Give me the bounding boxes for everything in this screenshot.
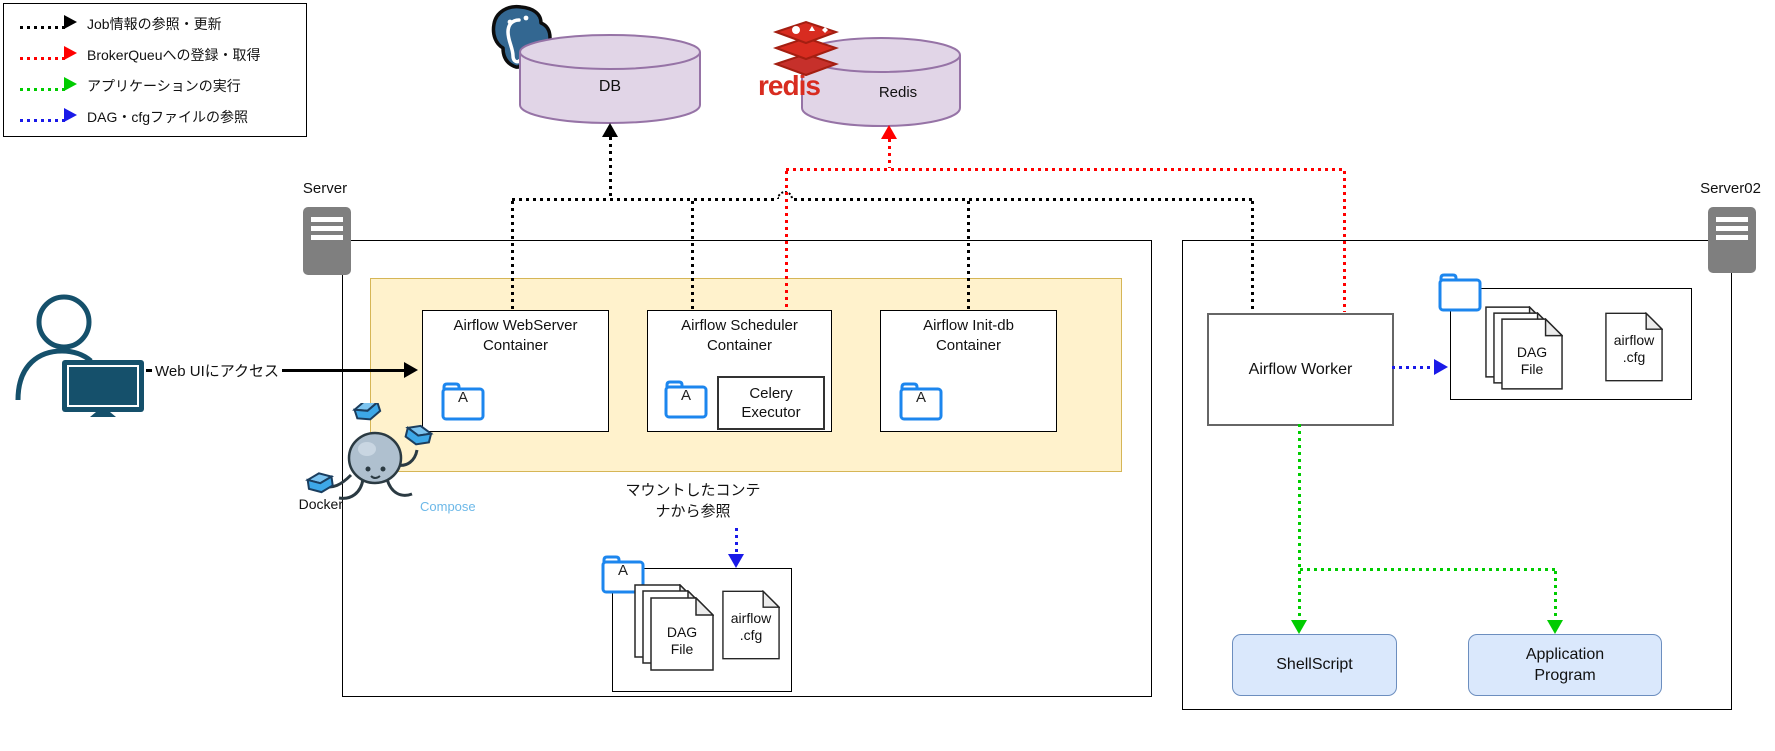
server-label: Server	[302, 180, 348, 197]
user-person-icon	[15, 294, 144, 417]
broker-line-to-redis	[888, 139, 891, 168]
folder-letter: A	[617, 562, 628, 579]
webui-access-label: Web UIにアクセス	[152, 360, 282, 381]
airflow-cfg-icon: airflow .cfg	[722, 589, 781, 660]
legend-row-broker: BrokerQueuへの登録・取得	[4, 45, 306, 65]
dag-arrowhead-files	[1434, 359, 1448, 375]
redis-label: Redis	[878, 84, 918, 101]
dag-file-label: DAG File	[666, 624, 698, 657]
application-program-box: Application Program	[1468, 634, 1662, 696]
app-line-to-application	[1554, 571, 1557, 620]
dag-line-worker-to-files	[1392, 366, 1434, 369]
docker-compose-logo-icon	[305, 403, 434, 500]
redis-wordmark: redis	[758, 70, 821, 101]
mounted-note: マウントしたコンテ ナから参照	[625, 482, 761, 520]
dag-file-label: DAG File	[1516, 344, 1548, 377]
job-line-trunk-right	[794, 198, 1253, 201]
dag-line-mounted	[735, 528, 738, 556]
app-line-branch	[1300, 568, 1556, 571]
legend-label: DAG・cfgファイルの参照	[87, 108, 249, 125]
shellscript-box: ShellScript	[1232, 634, 1397, 696]
celery-executor-box: Celery Executor	[717, 376, 825, 430]
broker-line-to-worker	[1343, 171, 1346, 312]
broker-line-trunk	[786, 168, 1346, 171]
app-line-to-shellscript	[1298, 424, 1301, 622]
server-boundary-box	[342, 240, 1152, 697]
broker-line-to-scheduler	[785, 171, 788, 309]
folder-letter: A	[915, 389, 926, 406]
folder-a-icon: A	[898, 380, 944, 422]
airflow-cfg-label: airflow .cfg	[1613, 332, 1655, 365]
job-line-to-db	[609, 137, 612, 199]
airflow-cfg-label: airflow .cfg	[730, 610, 772, 643]
legend-row-dag: DAG・cfgファイルの参照	[4, 107, 306, 127]
dag-file-stack-icon: DAG File	[1485, 306, 1569, 396]
server02-label: Server02	[1700, 180, 1761, 197]
folder-a-icon: A	[600, 553, 646, 595]
server02-boundary-box	[1182, 240, 1732, 710]
webui-arrowhead	[404, 362, 418, 378]
db-cylinder	[519, 34, 701, 125]
monitor-icon	[62, 360, 144, 412]
blue-dotted-arrow-icon	[20, 108, 77, 125]
job-line-to-scheduler	[691, 201, 694, 309]
red-dotted-arrow-icon	[20, 46, 77, 63]
dag-file-stack-icon: DAG File	[634, 584, 718, 676]
legend-label: アプリケーションの実行	[87, 77, 241, 94]
airflow-worker-box: Airflow Worker	[1207, 313, 1394, 426]
job-line-trunk-left	[512, 198, 778, 201]
container-title: Airflow WebServer Container	[453, 317, 578, 354]
container-title: Airflow Scheduler Container	[681, 317, 798, 354]
job-line-to-webserver	[511, 201, 514, 309]
folder-a-icon: A	[663, 378, 709, 420]
legend-label: Job情報の参照・更新	[87, 15, 222, 32]
folder-letter: A	[680, 387, 691, 404]
server-icon	[303, 207, 351, 275]
docker-label: Docker	[298, 496, 343, 512]
compose-label: Compose	[420, 499, 476, 514]
legend-box: Job情報の参照・更新 BrokerQueuへの登録・取得 アプリケーションの実…	[3, 3, 307, 137]
legend-row-job: Job情報の参照・更新	[4, 14, 306, 34]
airflow-cfg-icon: airflow .cfg	[1605, 311, 1664, 382]
legend-label: BrokerQueuへの登録・取得	[87, 46, 261, 63]
broker-arrowhead-redis	[881, 125, 897, 139]
dag-arrowhead-mounted	[728, 554, 744, 568]
app-arrowhead-application	[1547, 620, 1563, 634]
server02-icon	[1708, 207, 1756, 273]
job-line-to-initdb	[967, 201, 970, 309]
db-label: DB	[598, 78, 622, 95]
redis-logo-icon	[772, 20, 840, 77]
green-dotted-arrow-icon	[20, 77, 77, 94]
container-title: Airflow Init-db Container	[923, 317, 1014, 354]
job-arrowhead-db	[602, 123, 618, 137]
black-dotted-arrow-icon	[20, 15, 77, 32]
app-arrowhead-shellscript	[1291, 620, 1307, 634]
job-line-to-worker	[1251, 201, 1254, 312]
folder-a-icon: A	[440, 380, 486, 422]
folder-letter: A	[457, 389, 468, 406]
legend-row-app: アプリケーションの実行	[4, 76, 306, 96]
folder-icon	[1437, 271, 1483, 313]
